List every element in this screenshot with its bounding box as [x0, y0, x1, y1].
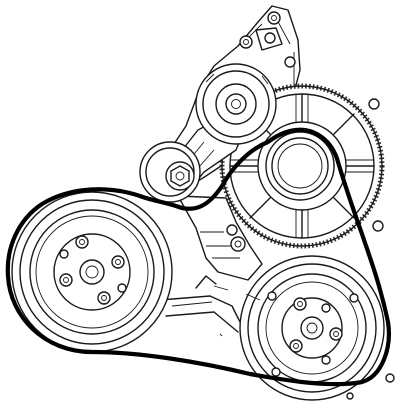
drive-belt [5, 127, 391, 387]
idler-pulley [139, 141, 201, 203]
engine-bracket [159, 195, 263, 333]
alternator-pulley [265, 131, 335, 201]
crankshaft-pulley [11, 191, 173, 353]
detail-marks [213, 285, 395, 400]
lower-accessory-pulley [239, 255, 385, 401]
tensioner-pulley [195, 63, 277, 145]
